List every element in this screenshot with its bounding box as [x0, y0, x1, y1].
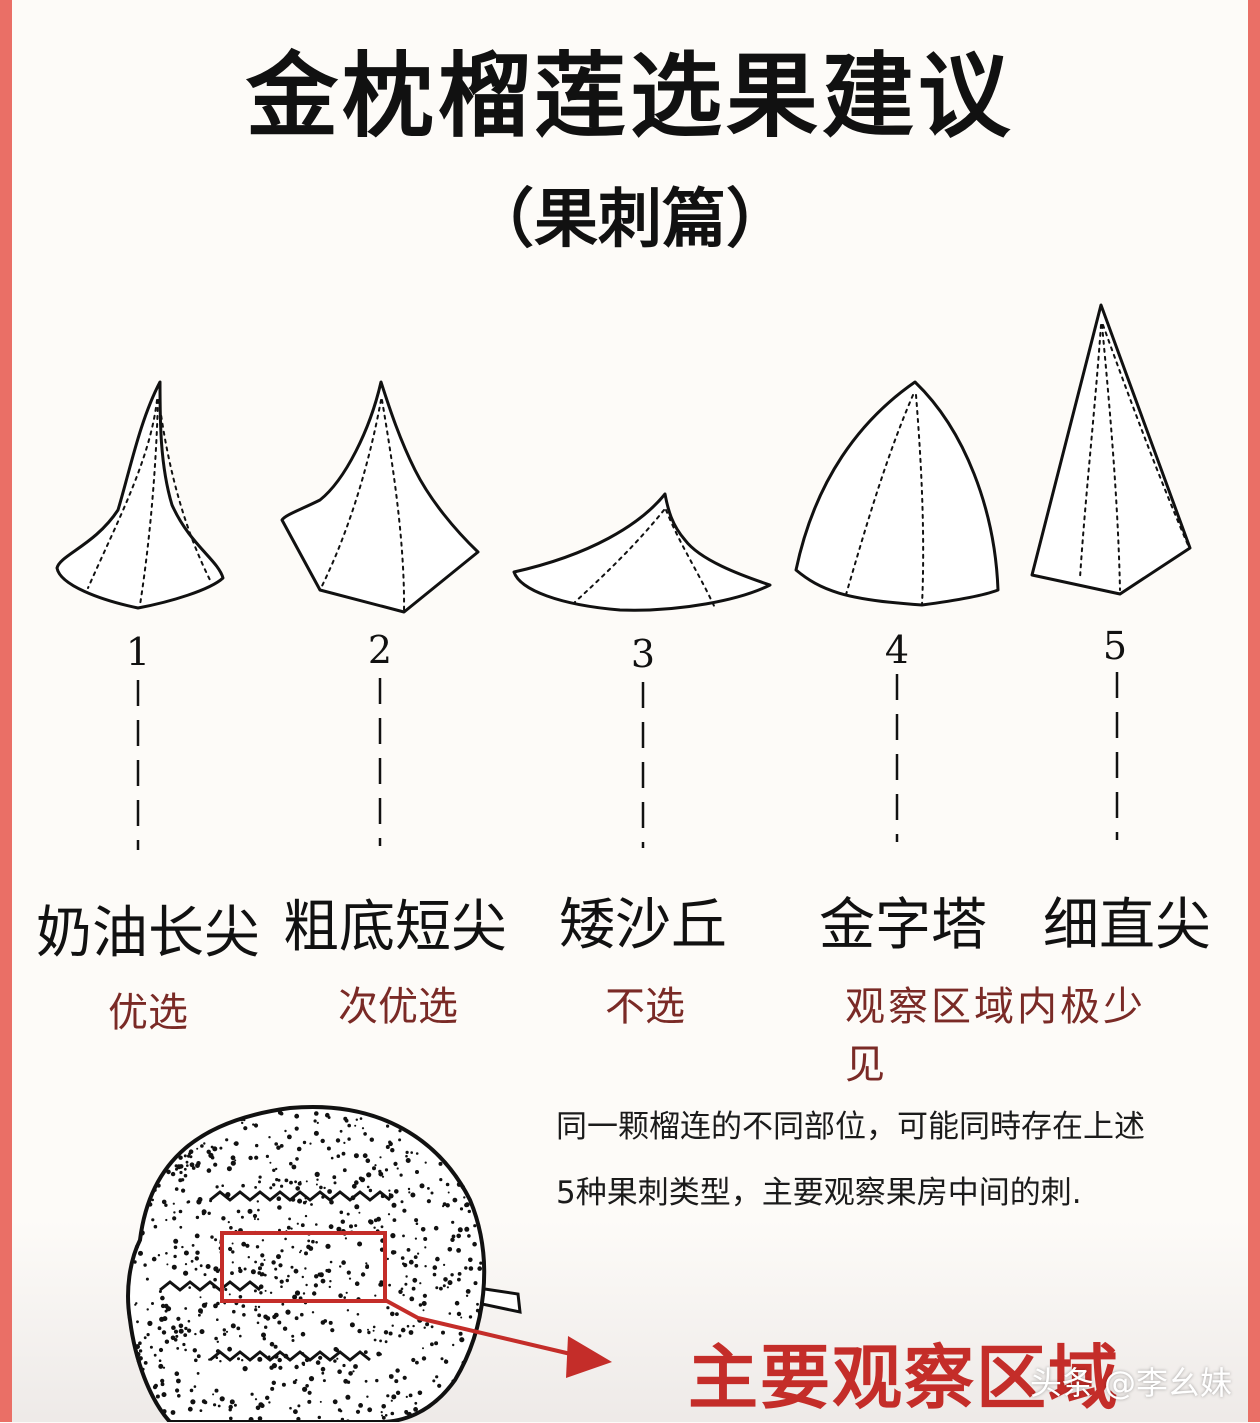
page-subtitle: （果刺篇） [470, 183, 790, 257]
spine-verdict-1: 优选 [108, 990, 188, 1036]
arrow-right-icon [384, 1298, 612, 1378]
spine-number-5: 5 [1102, 624, 1128, 668]
spine-verdict-2: 次优选 [338, 984, 458, 1030]
frame-right-border [1248, 0, 1260, 1422]
spine-shape-4 [794, 380, 1000, 607]
observation-box [220, 1231, 387, 1303]
observation-area-label: 主要观察区域 [688, 1337, 1120, 1419]
frame-left-border [0, 0, 12, 1422]
spine-shape-5 [1030, 303, 1192, 596]
spine-name-1: 奶油长尖 [36, 901, 260, 966]
note-line-2: 5种果刺类型，主要观察果房中间的刺. [556, 1175, 1082, 1211]
spine-number-4: 4 [884, 628, 910, 672]
spine-name-5: 细直尖 [1043, 893, 1211, 958]
shared-verdict-4-5: 观察区域内极少见 [845, 984, 1146, 1088]
spine-number-2: 2 [367, 628, 393, 672]
durian-icon [126, 1105, 522, 1422]
observation-note: 同一颗榴连的不同部位，可能同時存在上述 5种果刺类型，主要观察果房中间的刺. [556, 1094, 1176, 1226]
spine-verdict-3: 不选 [605, 984, 685, 1030]
spine-number-3: 3 [630, 632, 656, 676]
spine-shape-3 [512, 492, 772, 612]
spine-number-1: 1 [125, 630, 151, 674]
spine-name-3: 矮沙丘 [559, 893, 727, 958]
note-line-1: 同一颗榴连的不同部位，可能同時存在上述 [556, 1109, 1145, 1145]
spine-name-4: 金字塔 [819, 893, 987, 958]
watermark: 头条 @李幺妹 [1029, 1364, 1232, 1402]
page-title: 金枕榴莲选果建议 [245, 43, 1014, 150]
spine-shape-2 [280, 380, 480, 614]
spine-shape-1 [55, 380, 225, 610]
spine-name-2: 粗底短尖 [283, 895, 507, 960]
